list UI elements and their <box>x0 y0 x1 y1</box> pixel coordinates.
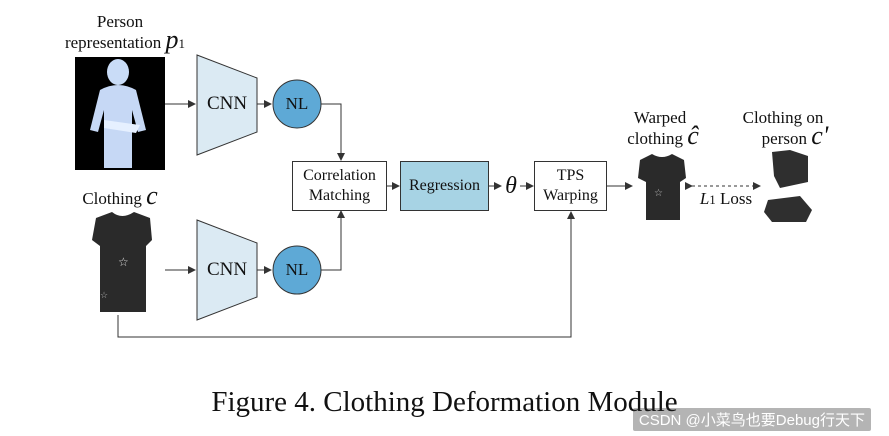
svg-text:☆: ☆ <box>118 255 129 269</box>
clothing-label: Clothing c <box>65 183 175 209</box>
person-label-2: representation p1 <box>50 27 200 54</box>
on-person-label-2: person c' <box>740 123 850 149</box>
nl-top-label: NL <box>285 94 309 113</box>
nl-bottom-label: NL <box>285 260 309 279</box>
person-label-line1: Person <box>96 12 144 31</box>
clothing-symbol: c <box>146 181 158 210</box>
warped-line1: Warped <box>633 108 687 127</box>
figure-caption: Figure 4. Clothing Deformation Module <box>211 386 678 418</box>
l1-loss-label: L1 Loss <box>686 189 766 210</box>
on-person-line2: person <box>761 129 807 148</box>
tps-warping-box: TPS Warping <box>534 161 607 211</box>
loss-sub: 1 <box>709 192 716 207</box>
cnn-bottom-block <box>196 219 258 321</box>
warped-label: Warped <box>610 108 710 128</box>
warped-line2: clothing <box>627 129 683 148</box>
regression-box: Regression <box>400 161 489 211</box>
csdn-watermark: CSDN @小菜鸟也要Debug行天下 <box>632 408 871 431</box>
warped-label-2: clothing ĉ <box>608 123 718 149</box>
svg-text:☆: ☆ <box>100 290 108 300</box>
on-person-label: Clothing on <box>728 108 838 128</box>
person-symbol-sub: 1 <box>178 36 186 51</box>
tps-line2: Warping <box>543 187 598 204</box>
loss-symbol: L <box>699 189 710 208</box>
warped-symbol: ĉ <box>687 121 699 150</box>
clothing-on-person-image <box>764 150 812 222</box>
on-person-symbol: c' <box>811 121 829 150</box>
person-symbol: p <box>165 25 179 54</box>
person-label: Person <box>60 12 180 32</box>
clothing-image: ☆ ☆ <box>92 212 152 312</box>
cnn-top-label: CNN <box>206 93 248 114</box>
on-person-line1: Clothing on <box>742 108 824 127</box>
correlation-matching-box: Correlation Matching <box>292 161 387 211</box>
loss-text: Loss <box>720 189 753 208</box>
clothing-label-text: Clothing <box>82 189 142 208</box>
regression-label: Regression <box>408 177 481 194</box>
theta-symbol: θ <box>505 173 517 199</box>
person-label-line2: representation <box>64 33 162 52</box>
warped-clothing-image: ☆ <box>638 154 686 220</box>
svg-text:☆: ☆ <box>654 188 663 199</box>
cnn-bottom-label: CNN <box>206 259 248 280</box>
person-representation-image <box>75 57 165 170</box>
correlation-line1: Correlation <box>303 167 376 184</box>
tps-line1: TPS <box>556 167 585 184</box>
correlation-line2: Matching <box>308 187 371 204</box>
cnn-top-block <box>196 54 258 156</box>
